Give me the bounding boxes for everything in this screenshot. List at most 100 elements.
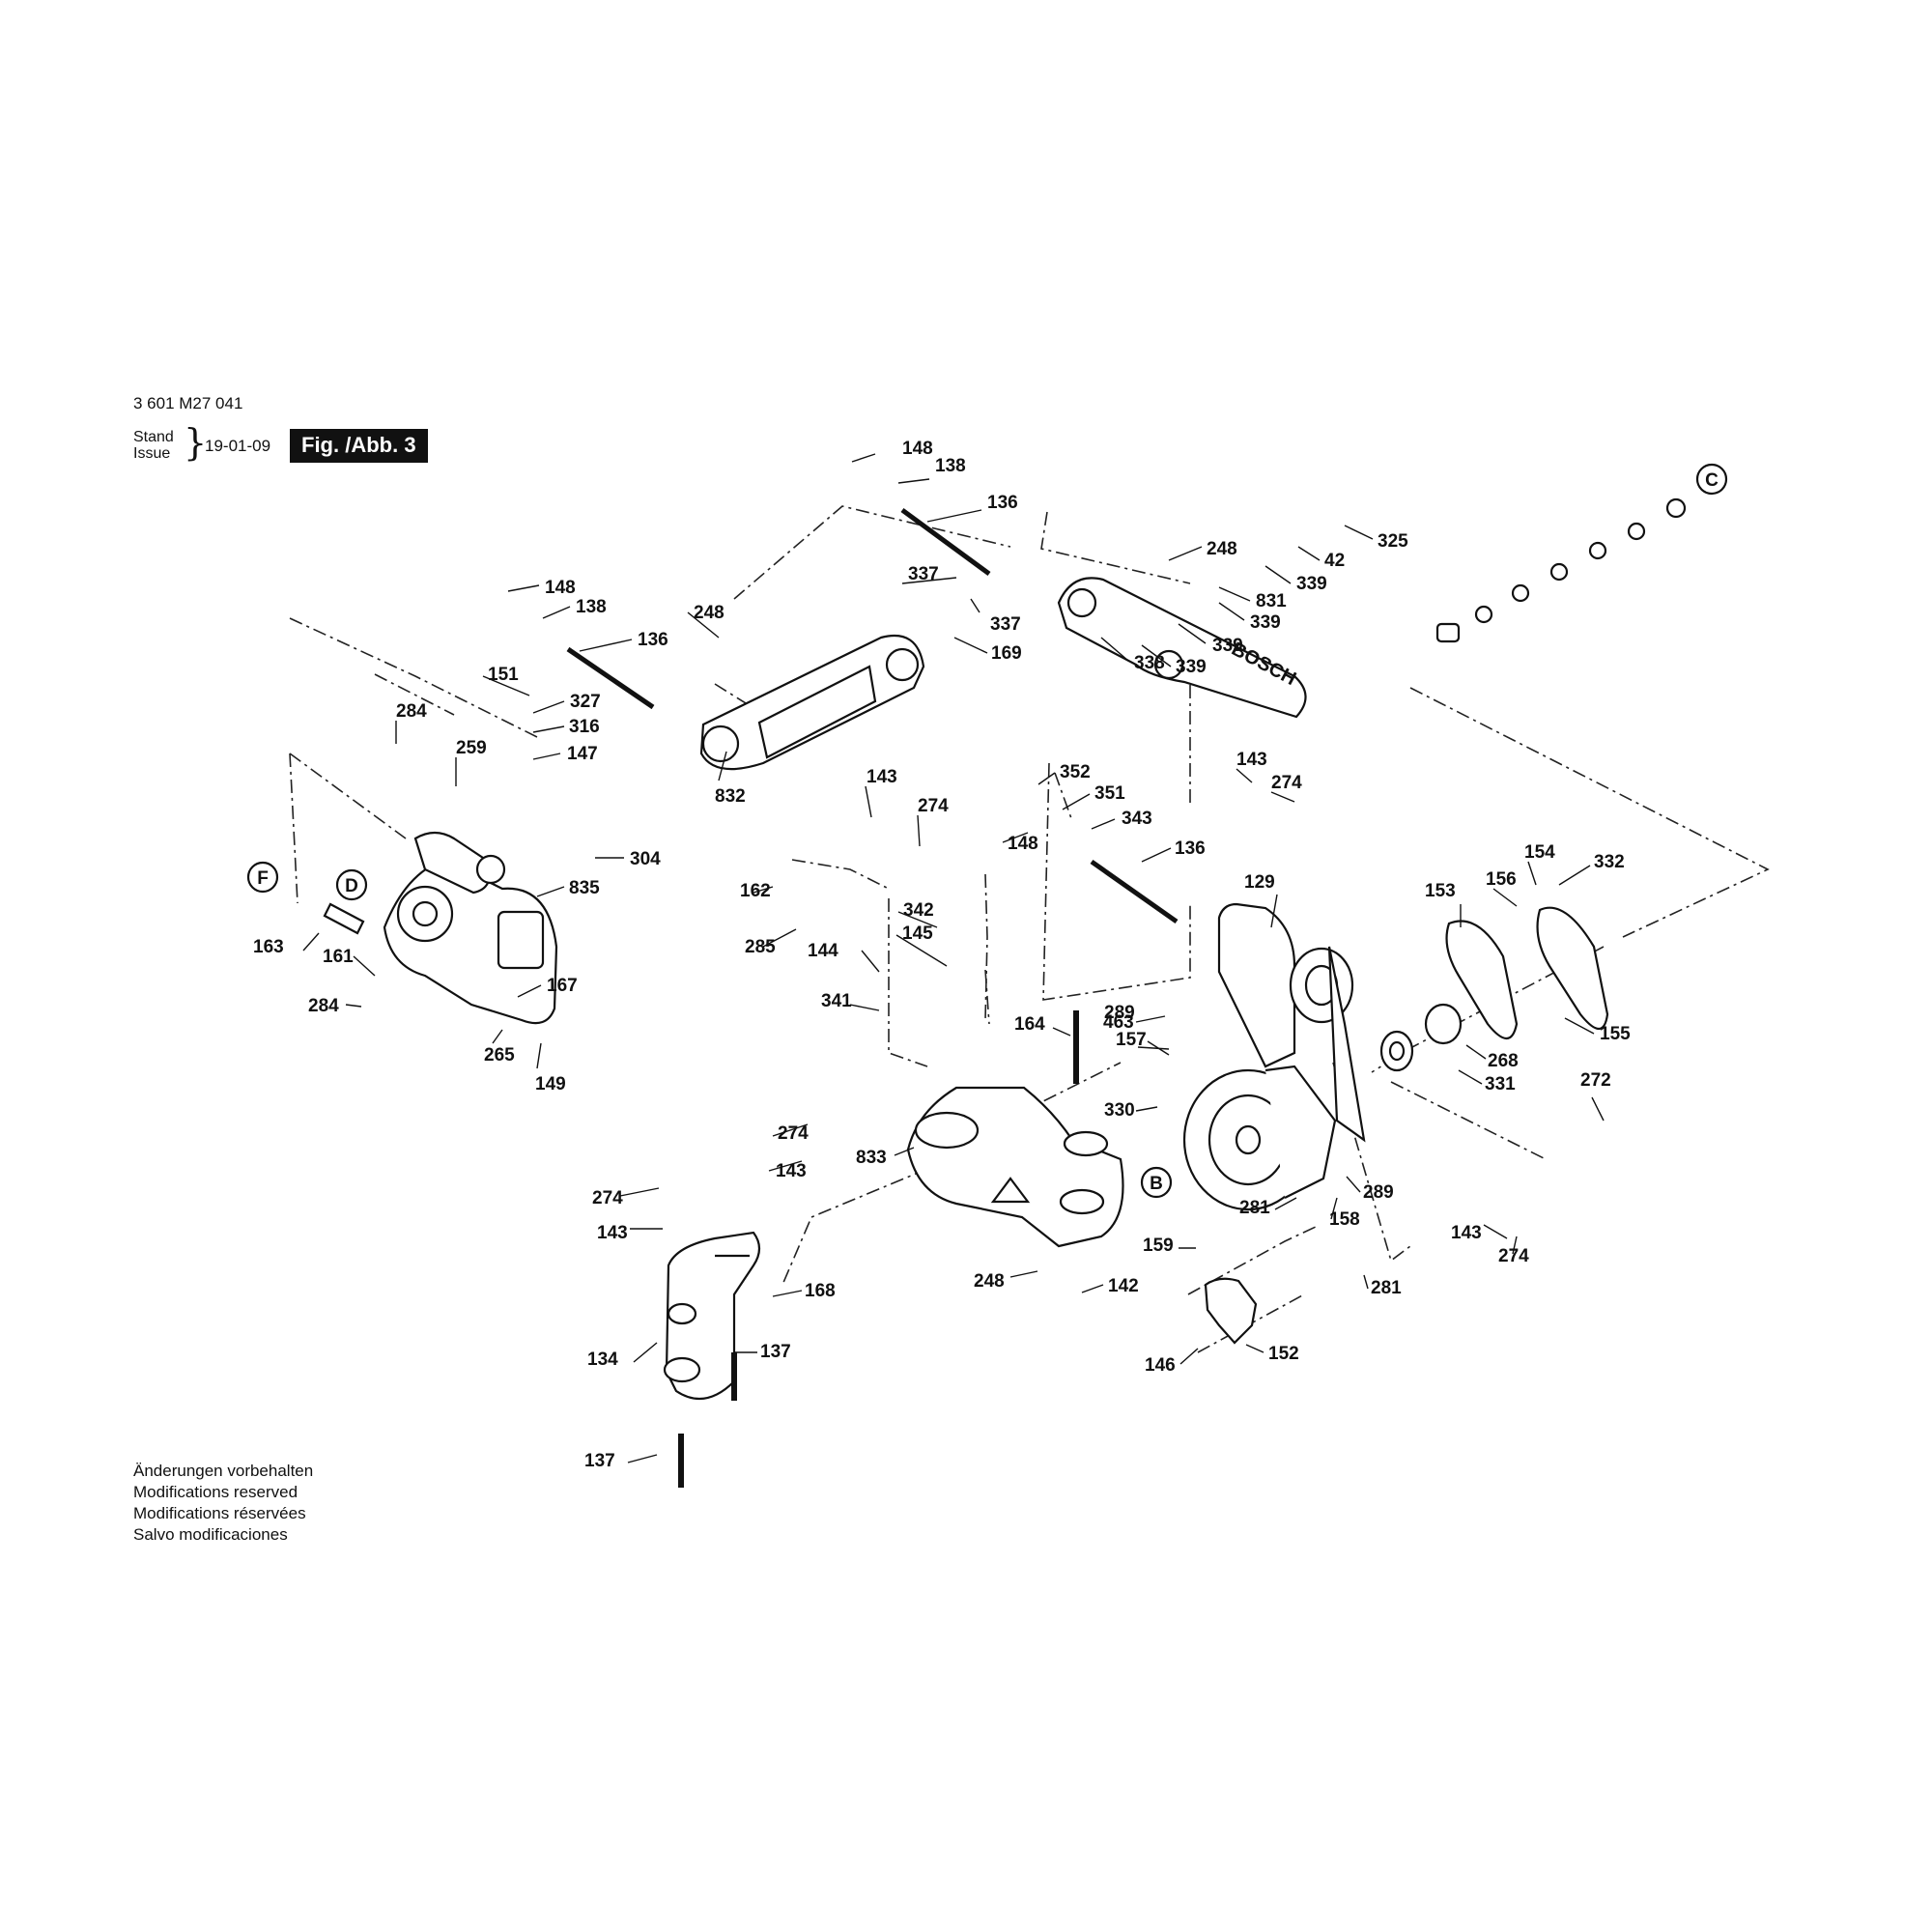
brace-glyph: } — [184, 421, 208, 464]
part-label: 463 — [1103, 1012, 1134, 1033]
part-label: 164 — [1014, 1014, 1045, 1035]
washer-339 — [1588, 541, 1607, 560]
part-label: 151 — [488, 665, 519, 685]
guard-152 — [1204, 1277, 1258, 1345]
part-label: 342 — [903, 900, 934, 921]
part-label: 352 — [1060, 762, 1091, 782]
part-label: 138 — [935, 456, 966, 476]
part-label: 284 — [396, 701, 427, 722]
reference-marker: D — [335, 868, 368, 901]
washer-339 — [1549, 562, 1569, 582]
washer-42 — [1627, 522, 1646, 541]
part-label: 167 — [547, 976, 578, 996]
part-label: 163 — [253, 937, 284, 957]
leader-lines — [302, 453, 1605, 1463]
part-label: 337 — [990, 614, 1021, 635]
part-label: 142 — [1108, 1276, 1139, 1296]
part-label: 153 — [1425, 881, 1456, 901]
part-label: 351 — [1094, 783, 1125, 804]
document-number: 3 601 M27 041 — [133, 394, 243, 412]
stand-issue-label: Stand Issue — [133, 429, 174, 462]
part-label: 248 — [974, 1271, 1005, 1292]
part-label: 268 — [1488, 1051, 1519, 1071]
link-bore — [1066, 587, 1097, 618]
part-label: 134 — [587, 1350, 618, 1370]
part-label: 835 — [569, 878, 600, 898]
part-label: 137 — [584, 1451, 615, 1471]
footer-note-en: Modifications reserved — [133, 1483, 298, 1501]
figure-label: Fig. /Abb. 3 — [290, 429, 428, 463]
part-number-labels: 1481381363373371692488313254233933933933… — [253, 439, 1631, 1471]
part-label: 304 — [630, 849, 661, 869]
part-label: 136 — [1175, 838, 1206, 859]
part-label: 149 — [535, 1074, 566, 1094]
part-label: 343 — [1122, 809, 1152, 829]
footer-note-es: Salvo modificaciones — [133, 1525, 288, 1544]
part-label: 281 — [1239, 1198, 1270, 1218]
part-label: 146 — [1145, 1355, 1176, 1376]
part-label: 143 — [867, 767, 897, 787]
part-label: 327 — [570, 692, 601, 712]
pin-136 — [900, 507, 991, 577]
bearing-bore — [1388, 1040, 1406, 1062]
housing-upright-129 — [1217, 902, 1296, 1068]
part-label: 289 — [1363, 1182, 1394, 1203]
pivot-bore — [1063, 1130, 1109, 1157]
part-label: 331 — [1485, 1074, 1516, 1094]
part-label: 129 — [1244, 872, 1275, 893]
base-bore — [663, 1356, 701, 1383]
part-label: 42 — [1324, 551, 1345, 571]
bushing-268 — [1424, 1003, 1463, 1045]
footer-notes: Änderungen vorbehalten Modifications res… — [133, 1461, 313, 1546]
part-label: 274 — [592, 1188, 623, 1208]
part-label: 148 — [545, 578, 576, 598]
part-label: 248 — [694, 603, 724, 623]
part-label: 332 — [1594, 852, 1625, 872]
part-label: 289 — [1104, 1003, 1135, 1023]
direction-arrow — [990, 1177, 1031, 1204]
part-label: 137 — [760, 1342, 791, 1362]
part-label: 145 — [902, 923, 933, 944]
washer-339 — [1511, 583, 1530, 603]
link-rib — [757, 665, 877, 759]
part-label: 157 — [1116, 1030, 1147, 1050]
bracket-block — [497, 910, 545, 970]
part-label: 265 — [484, 1045, 515, 1065]
bracket-bore — [412, 900, 439, 927]
part-label: 156 — [1486, 869, 1517, 890]
footer-note-fr: Modifications réservées — [133, 1504, 306, 1522]
part-label: 161 — [323, 947, 354, 967]
part-label: 168 — [805, 1281, 836, 1301]
part-label: 285 — [745, 937, 776, 957]
part-label: 144 — [808, 941, 838, 961]
svg-text:C: C — [1705, 470, 1719, 491]
part-label: 148 — [1008, 834, 1038, 854]
part-label: 158 — [1329, 1209, 1360, 1230]
part-label: 143 — [776, 1161, 807, 1181]
part-label: 162 — [740, 881, 771, 901]
link-bore — [701, 724, 740, 763]
issue-label: Issue — [133, 445, 171, 462]
part-label: 274 — [1498, 1246, 1529, 1266]
part-label: 259 — [456, 738, 487, 758]
cover-plate-153 — [1445, 920, 1519, 1040]
svg-text:F: F — [257, 868, 269, 889]
part-label: 339 — [1212, 636, 1243, 656]
part-label: 274 — [918, 796, 949, 816]
base-bore — [667, 1302, 697, 1325]
part-label: 337 — [908, 564, 939, 584]
gear-housing-hub — [1235, 1124, 1262, 1155]
part-label: 169 — [991, 643, 1022, 664]
pin-163 — [323, 902, 365, 935]
issue-date: 19-01-09 — [205, 437, 271, 455]
part-label: 152 — [1268, 1344, 1299, 1364]
part-label: 143 — [1451, 1223, 1482, 1243]
pivot-bore — [914, 1111, 980, 1150]
part-label: 338 — [1134, 653, 1165, 673]
reference-marker: C — [1695, 463, 1728, 496]
part-label: 281 — [1371, 1278, 1402, 1298]
svg-text:D: D — [345, 876, 358, 896]
footer-note-de: Änderungen vorbehalten — [133, 1462, 314, 1480]
